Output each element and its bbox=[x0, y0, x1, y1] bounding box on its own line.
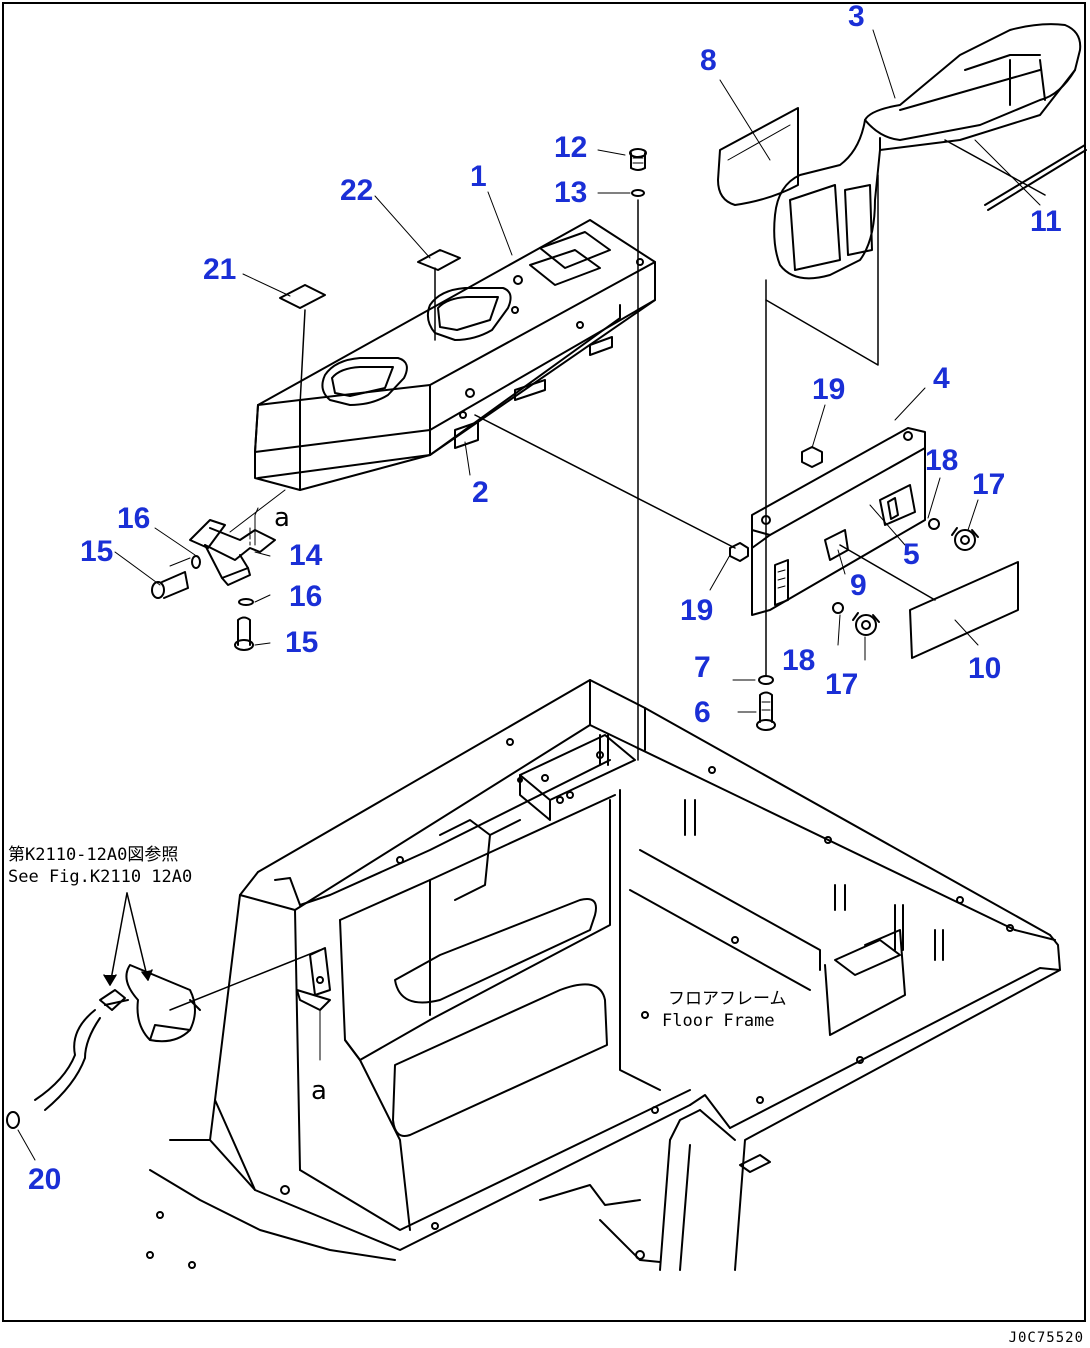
callout-21: 21 bbox=[203, 253, 237, 286]
callout-5: 5 bbox=[903, 538, 920, 571]
callout-19-b: 19 bbox=[680, 594, 714, 627]
bracket-part-14 bbox=[189, 519, 276, 586]
bracket-plate-part-4 bbox=[751, 427, 926, 616]
plug-part-20 bbox=[6, 1111, 20, 1129]
callout-1: 1 bbox=[470, 160, 487, 193]
bolt-part-12 bbox=[629, 148, 647, 171]
label-part-21 bbox=[279, 284, 326, 309]
knob-part-17-a bbox=[951, 527, 979, 551]
washer-part-16-a bbox=[191, 555, 201, 569]
cover-part-10 bbox=[909, 561, 1019, 659]
washer-part-16-b bbox=[238, 598, 254, 606]
assembly-guide-lines bbox=[169, 139, 1046, 1011]
callout-18-b: 18 bbox=[782, 644, 816, 677]
mount-bracket-a bbox=[296, 947, 331, 1061]
callout-14: 14 bbox=[289, 539, 323, 572]
view-mark-a-top: a bbox=[274, 503, 290, 533]
bolt-part-15-b bbox=[234, 616, 254, 651]
reference-arrows bbox=[103, 892, 153, 986]
washer-part-18-b bbox=[832, 602, 844, 614]
figure-code: J0C75520 bbox=[1008, 1330, 1084, 1346]
bolt-part-15-a bbox=[151, 571, 189, 599]
callout-15-a: 15 bbox=[80, 535, 114, 568]
callout-13: 13 bbox=[554, 176, 588, 209]
callout-4: 4 bbox=[933, 362, 950, 395]
floor-frame bbox=[146, 679, 1061, 1271]
floor-frame-label-en: Floor Frame bbox=[662, 1011, 775, 1031]
callout-10: 10 bbox=[968, 652, 1002, 685]
callout-16-b: 16 bbox=[289, 580, 323, 613]
callout-3: 3 bbox=[848, 0, 865, 33]
label-part-22 bbox=[417, 249, 461, 271]
console-box-part-1 bbox=[254, 219, 656, 491]
callout-15-b: 15 bbox=[285, 626, 319, 659]
nut-part-19-b bbox=[729, 542, 749, 562]
callout-20: 20 bbox=[28, 1163, 62, 1196]
callout-17-a: 17 bbox=[972, 468, 1006, 501]
switch-part-5 bbox=[879, 484, 916, 526]
nut-part-19-a bbox=[801, 446, 823, 468]
callout-8: 8 bbox=[700, 44, 717, 77]
drawing-border bbox=[2, 2, 1086, 1322]
view-mark-a-bottom: a bbox=[311, 1076, 327, 1106]
armrest-part-3 bbox=[773, 23, 1082, 280]
wire-harness bbox=[34, 964, 201, 1111]
callout-12: 12 bbox=[554, 131, 588, 164]
callout-19-a: 19 bbox=[812, 373, 846, 406]
switch-part-9 bbox=[824, 529, 849, 561]
floor-frame-label-jp: フロアフレーム bbox=[668, 989, 787, 1009]
reference-note-jp: 第K2110-12A0図参照 bbox=[8, 845, 179, 865]
callout-11: 11 bbox=[1030, 205, 1062, 238]
callout-16-a: 16 bbox=[117, 502, 151, 535]
callout-6: 6 bbox=[694, 696, 711, 729]
callout-17-b: 17 bbox=[825, 668, 859, 701]
callout-7: 7 bbox=[694, 651, 711, 684]
reference-note-en: See Fig.K2110 12A0 bbox=[8, 867, 193, 887]
washer-part-18-a bbox=[928, 518, 940, 530]
washer-part-7 bbox=[758, 675, 774, 685]
rod-part-11 bbox=[984, 144, 1087, 211]
washer-part-13 bbox=[631, 189, 645, 197]
callout-22: 22 bbox=[340, 174, 374, 207]
leader-lines bbox=[17, 29, 1041, 1161]
bolt-part-6 bbox=[756, 691, 776, 731]
knob-part-17-b bbox=[852, 612, 880, 636]
callout-9: 9 bbox=[850, 569, 867, 602]
pad-part-8 bbox=[717, 107, 799, 206]
callout-2: 2 bbox=[472, 476, 489, 509]
callout-18-a: 18 bbox=[925, 444, 959, 477]
